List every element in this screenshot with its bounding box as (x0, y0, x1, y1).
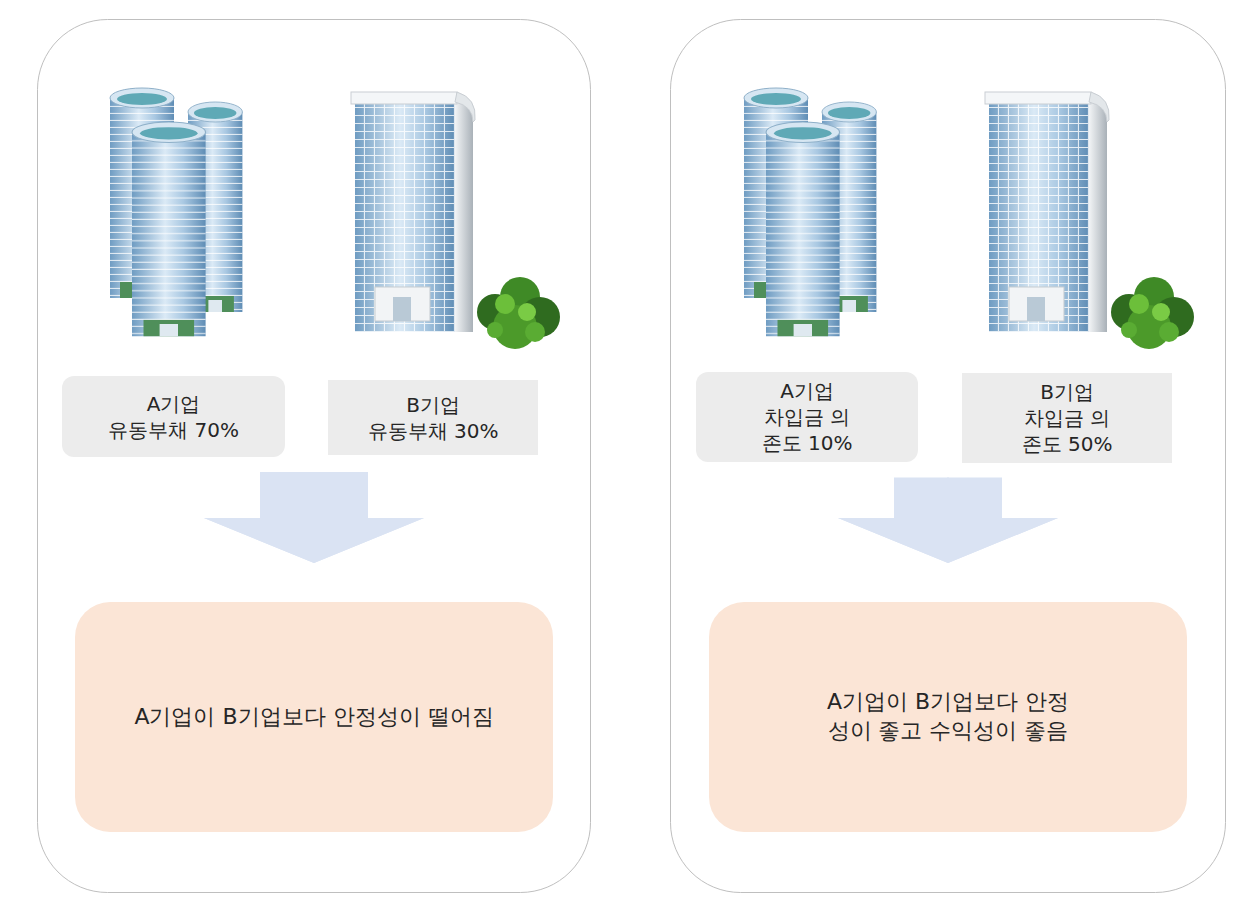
company-label: B기업유동부채 30% (328, 380, 538, 455)
block-arrow (204, 472, 424, 563)
panel (38, 20, 591, 893)
building-cluster (744, 88, 876, 336)
result-box: A기업이 B기업보다 안정성이 떨어짐 (75, 602, 553, 832)
company-label: A기업차입금 의존도 10% (696, 372, 918, 462)
office-tower (351, 92, 560, 349)
text-wrap: A기업차입금 의존도 10% (732, 378, 882, 456)
result-box: A기업이 B기업보다 안정성이 좋고 수익성이 좋음 (709, 602, 1187, 832)
company-label: A기업유동부채 70% (62, 376, 285, 457)
text-wrap: A기업이 B기업보다 안정성이 좋고 수익성이 좋음 (768, 688, 1128, 745)
block-arrow (838, 478, 1058, 564)
node-heading: A기업이 B기업보다 안정성이 좋고 수익성이 좋음 (768, 688, 1128, 745)
block-arrow (838, 478, 1058, 564)
text-wrap: A기업이 B기업보다 안정성이 떨어짐 (134, 703, 493, 732)
node-text: 유동부채 70% (108, 417, 239, 443)
node-text: 차입금 의존도 10% (732, 404, 882, 456)
text-wrap: B기업유동부채 30% (368, 392, 499, 444)
text-wrap: B기업차입금 의존도 50% (992, 379, 1142, 457)
building-cluster (110, 88, 242, 336)
panel (671, 20, 1226, 893)
text-wrap: A기업유동부채 70% (108, 391, 239, 443)
node-heading: A기업 (732, 378, 882, 404)
node-text: 유동부채 30% (368, 418, 499, 444)
node-heading: A기업 (108, 391, 239, 417)
block-arrow (204, 472, 424, 563)
node-heading: B기업 (368, 392, 499, 418)
node-text: 차입금 의존도 50% (992, 405, 1142, 457)
node-heading: B기업 (992, 379, 1142, 405)
company-label: B기업차입금 의존도 50% (962, 373, 1172, 463)
office-tower (985, 92, 1194, 349)
node-heading: A기업이 B기업보다 안정성이 떨어짐 (134, 703, 493, 732)
